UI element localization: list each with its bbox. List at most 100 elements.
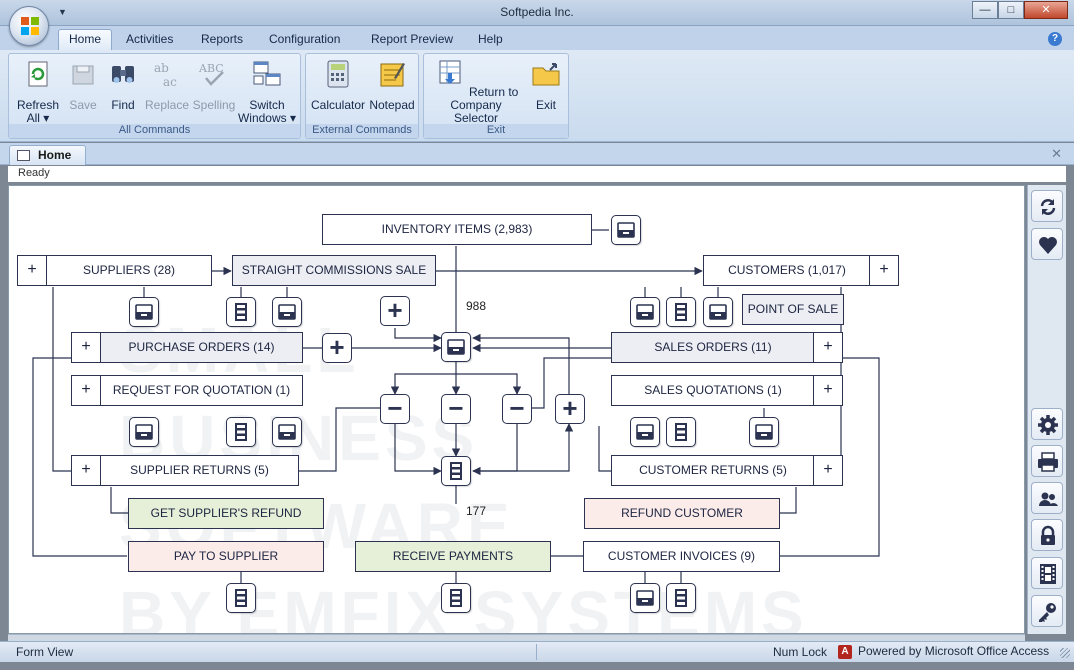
sync-button[interactable] <box>1031 190 1063 222</box>
supplier-records-button[interactable] <box>226 297 256 327</box>
supplier-list-button[interactable] <box>129 297 159 327</box>
num-lock-indicator: Num Lock <box>773 645 828 659</box>
notepad-button[interactable]: Notepad <box>368 58 416 112</box>
point-of-sale-box[interactable]: POINT OF SALE <box>742 294 844 325</box>
minus-operation-button[interactable]: − <box>502 394 532 424</box>
plus-operation-button[interactable]: + <box>380 296 410 326</box>
minus-operation-button[interactable]: − <box>441 394 471 424</box>
plus-operation-button[interactable]: + <box>322 333 352 363</box>
inventory-records-button[interactable] <box>441 456 471 486</box>
notepad-icon <box>380 63 405 87</box>
sales-quotations-box[interactable]: SALES QUOTATIONS (1) <box>611 375 815 406</box>
commission-list-button[interactable] <box>272 297 302 327</box>
minimize-button[interactable]: — <box>972 1 998 19</box>
close-document-icon[interactable]: ✕ <box>1051 146 1062 161</box>
save-button[interactable]: Save <box>65 58 101 112</box>
return-to-company-selector-button[interactable]: Return to Company Selector <box>428 58 524 125</box>
customers-box[interactable]: CUSTOMERS (1,017) <box>703 255 871 286</box>
tab-reports[interactable]: Reports <box>201 32 244 46</box>
title-bar: ▼ Softpedia Inc. — □ ✕ <box>0 0 1074 26</box>
sales-order-list-button[interactable] <box>749 417 779 447</box>
printer-icon <box>1038 452 1058 472</box>
add-sales-order-button[interactable]: + <box>813 332 843 363</box>
security-button[interactable] <box>1031 519 1063 551</box>
tab-configuration[interactable]: Configuration <box>269 32 341 46</box>
help-icon[interactable]: ? <box>1048 32 1062 46</box>
quotation-request-records-button[interactable] <box>226 417 256 447</box>
receive-payments-box[interactable]: RECEIVE PAYMENTS <box>355 541 551 572</box>
right-toolbar <box>1027 185 1066 634</box>
refresh-all-button[interactable]: Refresh All ▾ <box>13 58 63 125</box>
sales-quotation-list-button[interactable] <box>630 417 660 447</box>
request-for-quotation-box[interactable]: REQUEST FOR QUOTATION (1) <box>100 375 303 406</box>
invoice-list-button[interactable] <box>630 583 660 613</box>
tab-report-preview[interactable]: Report Preview <box>371 32 454 46</box>
inventory-list-button[interactable] <box>611 215 641 245</box>
tray-icon <box>636 304 654 320</box>
calculator-icon <box>327 60 349 88</box>
spelling-button[interactable]: ABC Spelling <box>191 58 237 112</box>
add-sales-quotation-button[interactable]: + <box>813 375 843 406</box>
group-label-all-commands: All Commands <box>9 124 300 138</box>
minus-operation-button[interactable]: − <box>380 394 410 424</box>
sales-quotation-records-button[interactable] <box>666 417 696 447</box>
customer-invoices-box[interactable]: CUSTOMER INVOICES (9) <box>583 541 780 572</box>
close-button[interactable]: ✕ <box>1024 1 1068 19</box>
office-button[interactable] <box>9 6 49 46</box>
sales-orders-box[interactable]: SALES ORDERS (11) <box>611 332 815 363</box>
quotation-request-list-button[interactable] <box>129 417 159 447</box>
favorites-button[interactable] <box>1031 228 1063 260</box>
add-quotation-request-button[interactable]: + <box>71 375 101 406</box>
tray-icon <box>636 424 654 440</box>
purchase-order-list-button[interactable] <box>272 417 302 447</box>
replace-button[interactable]: ab ac Replace <box>145 58 189 112</box>
film-icon <box>1040 564 1056 584</box>
calculator-button[interactable]: Calculator <box>310 58 366 112</box>
pay-to-supplier-box[interactable]: PAY TO SUPPLIER <box>128 541 324 572</box>
maximize-button[interactable]: □ <box>998 1 1024 19</box>
window-title: Softpedia Inc. <box>500 5 574 19</box>
customer-returns-box[interactable]: CUSTOMER RETURNS (5) <box>611 455 815 486</box>
find-button[interactable]: Find <box>107 58 139 112</box>
get-suppliers-refund-box[interactable]: GET SUPPLIER'S REFUND <box>128 498 324 529</box>
invoice-records-button[interactable] <box>666 583 696 613</box>
tray-icon <box>278 424 296 440</box>
inventory-items-box[interactable]: INVENTORY ITEMS (2,983) <box>322 214 592 245</box>
add-purchase-order-button[interactable]: + <box>71 332 101 363</box>
refund-customer-box[interactable]: REFUND CUSTOMER <box>584 498 780 529</box>
settings-button[interactable] <box>1031 408 1063 440</box>
straight-commissions-sale-box[interactable]: STRAIGHT COMMISSIONS SALE <box>232 255 436 286</box>
receipts-records-button[interactable] <box>441 583 471 613</box>
customer-list-button[interactable] <box>630 297 660 327</box>
print-button[interactable] <box>1031 445 1063 477</box>
suppliers-box[interactable]: SUPPLIERS (28) <box>46 255 212 286</box>
supplier-returns-box[interactable]: SUPPLIER RETURNS (5) <box>100 455 299 486</box>
plus-operation-button[interactable]: + <box>555 394 585 424</box>
add-customer-button[interactable]: + <box>869 255 899 286</box>
svg-text:ac: ac <box>163 75 177 89</box>
tab-home[interactable]: Home <box>58 29 113 51</box>
tray-icon <box>617 222 635 238</box>
ribbon: Refresh All ▾ Save Find ab ac Repl <box>0 50 1074 142</box>
exit-button[interactable]: Exit <box>528 58 564 112</box>
inventory-hub-button[interactable] <box>441 332 471 362</box>
horizontal-scrollbar[interactable] <box>8 634 1025 641</box>
resize-grip-icon[interactable] <box>1060 648 1070 658</box>
customer-records-button[interactable] <box>666 297 696 327</box>
switch-windows-button[interactable]: Switch Windows ▾ <box>237 58 297 125</box>
group-all-commands: Refresh All ▾ Save Find ab ac Repl <box>8 53 301 139</box>
add-supplier-button[interactable]: + <box>17 255 47 286</box>
document-tab-home[interactable]: Home <box>9 145 87 165</box>
payments-records-button[interactable] <box>226 583 256 613</box>
tab-activities[interactable]: Activities <box>126 32 174 46</box>
purchase-orders-box[interactable]: PURCHASE ORDERS (14) <box>100 332 303 363</box>
quick-access-dropdown-icon[interactable]: ▼ <box>58 7 67 17</box>
license-key-button[interactable] <box>1031 595 1063 627</box>
tab-help[interactable]: Help <box>478 32 503 46</box>
users-button[interactable] <box>1031 482 1063 514</box>
pos-list-button[interactable] <box>703 297 733 327</box>
workflow-diagram: SMALL BUSINESS SOFTWARE BY EMFIX SYSTEMS <box>8 185 1025 634</box>
add-customer-return-button[interactable]: + <box>813 455 843 486</box>
media-button[interactable] <box>1031 557 1063 589</box>
add-supplier-return-button[interactable]: + <box>71 455 101 486</box>
